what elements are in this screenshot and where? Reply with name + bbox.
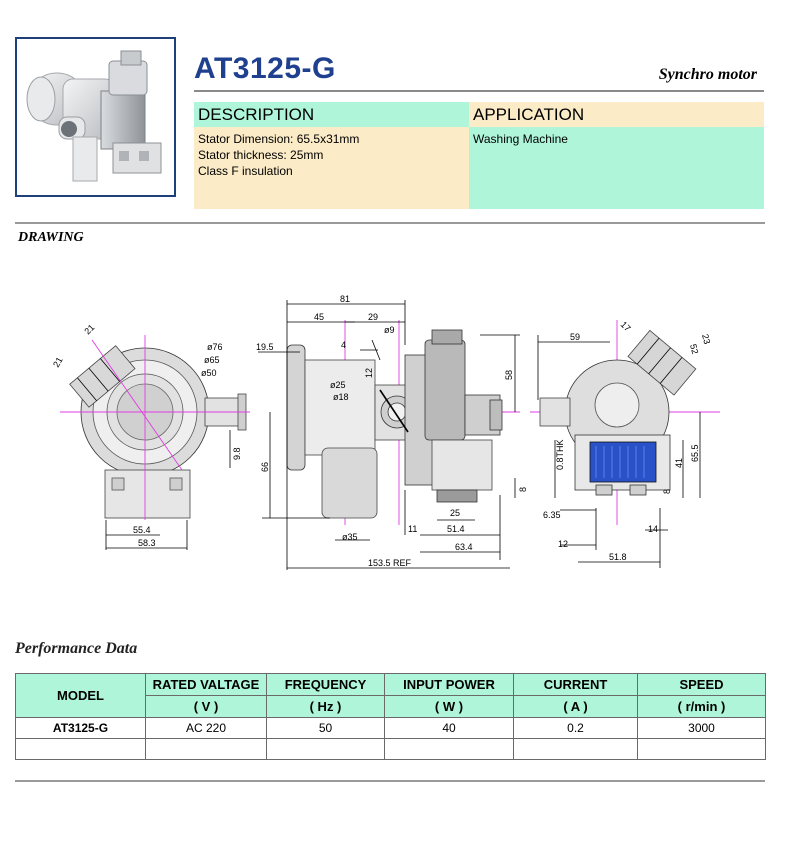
dim-label: 59 [570,332,580,342]
table-cell: 40 [384,717,514,739]
column-unit: ( Hz ) [266,695,385,718]
description-line: Stator Dimension: 65.5x31mm [198,132,360,146]
application-line: Washing Machine [473,132,568,146]
side-view [286,329,503,519]
dim-label: 153.5 REF [368,558,412,568]
drawing-label: DRAWING [18,230,84,245]
dim-label: 41 [674,458,684,468]
table-cell [266,738,385,760]
dim-label: 52 [688,343,700,355]
column-header: INPUT POWER [384,673,514,696]
pump-motor-image [17,39,174,195]
column-header: RATED VALTAGE [145,673,267,696]
column-header: CURRENT [513,673,638,696]
dim-label: 63.4 [455,542,473,552]
performance-label: Performance Data [15,640,138,657]
dim-label: 81 [340,294,350,304]
dim-label: 58 [504,370,514,380]
description-heading: DESCRIPTION [194,102,469,127]
dim-label: ø35 [342,532,358,542]
dim-label: ø25 [330,380,346,390]
table-cell: 0.2 [513,717,638,739]
motor-type: Synchro motor [658,66,757,83]
description-line: Class F insulation [198,164,293,178]
dim-label: ø76 [207,342,223,352]
product-photo [15,37,176,197]
rear-view [539,329,697,496]
dim-label: 66 [260,462,270,472]
dim-label: 8 [518,487,528,492]
dim-label: 9.8 [232,447,242,460]
table-cell [384,738,514,760]
dim-label: 23 [700,333,712,345]
dim-label: ø50 [201,368,217,378]
dim-label: 29 [368,312,378,322]
dim-label: 17 [619,319,633,333]
table-cell: AT3125-G [15,717,146,739]
dim-label: 4 [341,340,346,350]
title-divider [194,90,764,92]
dim-label: 21 [82,322,96,336]
dim-label: 58.3 [138,538,156,548]
technical-drawing: 21 21 ø76 ø65 ø50 9.8 55.4 58.3 81 45 29… [51,294,720,570]
dim-label: 0.8THK [555,439,565,470]
table-cell: AC 220 [145,717,267,739]
table-row [15,738,766,760]
column-unit: ( r/min ) [637,695,766,718]
performance-table: MODEL RATED VALTAGE FREQUENCY INPUT POWE… [15,673,766,760]
dim-label: 8 [662,489,672,494]
dim-label: 51.4 [447,524,465,534]
section-divider [15,222,765,224]
column-header: MODEL [15,673,146,718]
dim-label: 14 [648,524,658,534]
table-cell [637,738,766,760]
dim-label: ø9 [384,325,395,335]
dim-label: ø18 [333,392,349,402]
table-cell [15,738,146,760]
application-heading: APPLICATION [469,102,764,127]
application-body: Washing Machine [469,127,764,209]
column-unit: ( V ) [145,695,267,718]
dim-label: ø65 [204,355,220,365]
dim-label: 6.35 [543,510,561,520]
table-cell: 50 [266,717,385,739]
bottom-divider [15,780,765,782]
column-unit: ( W ) [384,695,514,718]
column-unit: ( A ) [513,695,638,718]
description-line: Stator thickness: 25mm [198,148,324,162]
dim-label: 12 [558,539,568,549]
dim-label: 11 [408,524,417,534]
table-cell [513,738,638,760]
table-cell [145,738,267,760]
column-header: SPEED [637,673,766,696]
dim-label: 25 [450,508,460,518]
dim-label: 65.5 [690,444,700,462]
table-cell: 3000 [637,717,766,739]
dim-label: 51.8 [609,552,627,562]
column-header: FREQUENCY [266,673,385,696]
dim-label: 12 [364,368,374,378]
dim-label: 21 [51,355,65,369]
front-view [69,345,247,519]
dim-label: 19.5 [256,342,274,352]
description-body: Stator Dimension: 65.5x31mm Stator thick… [194,127,469,209]
dim-label: 45 [314,312,324,322]
model-title: AT3125-G [194,52,336,85]
dim-label: 55.4 [133,525,151,535]
table-row: AT3125-G AC 220 50 40 0.2 3000 [15,717,766,739]
